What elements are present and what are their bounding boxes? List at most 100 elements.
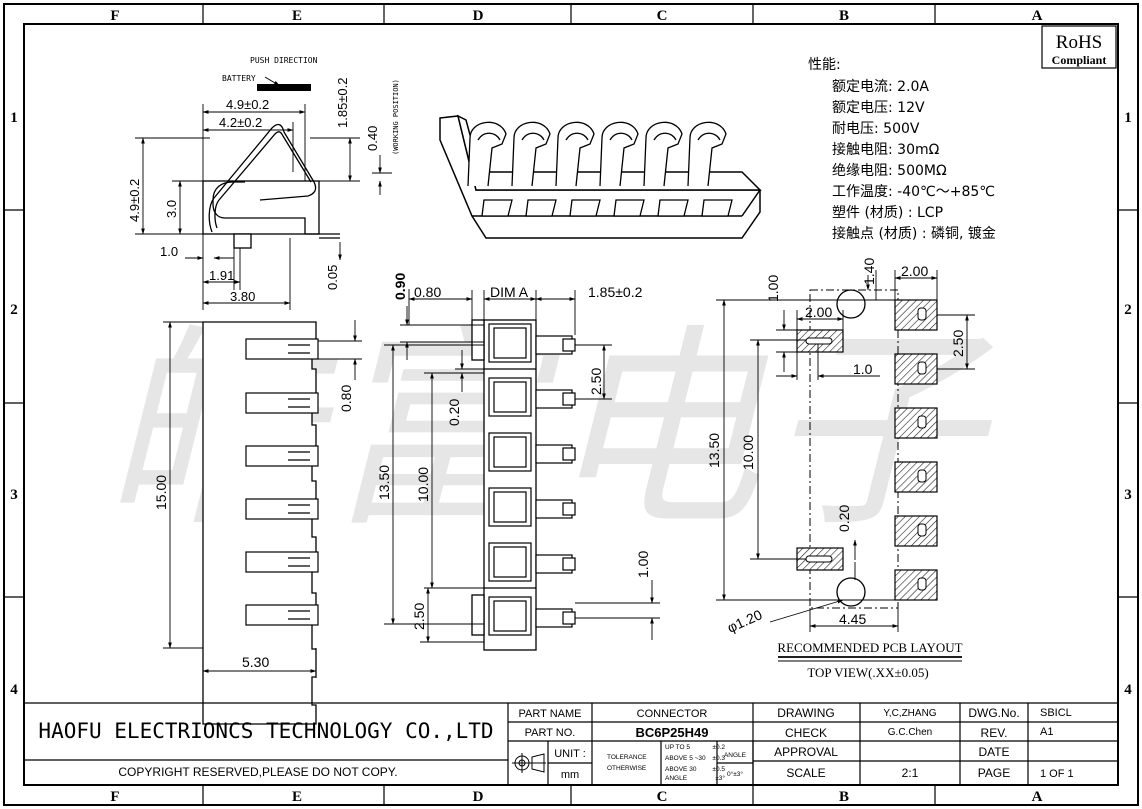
- page-label: PAGE: [978, 766, 1010, 780]
- zone-col-top: C: [657, 8, 668, 24]
- spec-item: 接触点 (材质) : 磷铜, 镀金: [832, 225, 996, 242]
- zone-row-right: 3: [1124, 487, 1132, 503]
- part-no-value: BC6P25H49: [636, 725, 709, 740]
- dwg-no-label: DWG.No.: [968, 706, 1019, 720]
- check-label: CHECK: [785, 726, 827, 740]
- battery-block: [257, 84, 311, 91]
- dim-front-1000: 10.00: [415, 467, 431, 502]
- dim-side-191: 1.91: [209, 268, 234, 283]
- zone-row-left: 3: [10, 487, 18, 503]
- zone-col-top: E: [292, 8, 302, 24]
- dim-pcb-200-a: 2.00: [901, 263, 928, 279]
- spec-item: 绝缘电阻: 500MΩ: [832, 163, 947, 179]
- zone-col-top: A: [1032, 8, 1043, 24]
- spec-list: 性能: 额定电流: 2.0A 额定电压: 12V 耐电压: 500V 接触电阻:…: [808, 57, 996, 242]
- dim-front-dima: DIM A: [490, 284, 529, 300]
- zone-col-bottom: D: [473, 789, 484, 805]
- spec-item: 耐电压: 500V: [832, 121, 920, 137]
- spec-item: 塑件 (材质) : LCP: [832, 205, 943, 221]
- pcb-view-caption: TOP VIEW(.XX±0.05): [807, 665, 928, 680]
- tolerance-label: TOLERANCE: [607, 754, 647, 761]
- rev-label: REV.: [981, 726, 1008, 740]
- pcb-layout: 1.40 2.00 1.00 2.00 2.50 1.0 13.50 10.00…: [706, 258, 975, 680]
- dim-pcb-250: 2.50: [950, 330, 966, 357]
- zone-labels: F E D C B A F E D C B A 1 2 3 4 1 2 3 4: [10, 8, 1132, 805]
- spec-item: 额定电压: 12V: [832, 100, 925, 116]
- tol-range: ABOVE 5 ~30: [665, 755, 706, 762]
- dim-front-185: 1.85±0.2: [588, 284, 643, 300]
- rohs-compliant: Compliant: [1052, 53, 1107, 67]
- dim-pcb-445: 4.45: [839, 611, 866, 627]
- spec-title: 性能:: [808, 57, 841, 73]
- dim-pcb-200-b: 2.00: [805, 304, 832, 320]
- dim-side-49: 4.9±0.2: [226, 97, 269, 112]
- zone-col-top: F: [110, 8, 119, 24]
- tol-value: ±0.2: [712, 744, 725, 751]
- part-name-label: PART NAME: [519, 708, 582, 720]
- copyright-notice: COPYRIGHT RESERVED,PLEASE DO NOT COPY.: [118, 765, 397, 779]
- dim-pcb-100: 1.00: [765, 275, 781, 302]
- tol-range: UP TO 5: [665, 744, 690, 751]
- dim-pcb-1000: 10.00: [740, 435, 756, 470]
- battery-label: BATTERY: [222, 74, 256, 83]
- tol-range: ANGLE: [665, 775, 688, 782]
- dim-side-005: 0.05: [325, 265, 340, 290]
- dim-front-1350: 13.50: [376, 465, 392, 500]
- zone-row-right: 2: [1124, 302, 1132, 318]
- dim-left-080: 0.80: [338, 385, 354, 412]
- push-direction-label: PUSH DIRECTION: [250, 56, 318, 65]
- dim-side-10: 1.0: [160, 244, 178, 259]
- tol-value: ±0.5: [712, 766, 725, 773]
- left-view: 15.00 0.80 5.30: [153, 320, 362, 725]
- tol-value: ±3°: [715, 774, 725, 782]
- working-position-label: (WORKING POSITION): [392, 79, 400, 155]
- dim-left-1500: 15.00: [153, 475, 169, 510]
- tol-value: ±0.3: [712, 755, 725, 762]
- dim-pcb-1350: 13.50: [706, 433, 722, 468]
- spec-item: 额定电流: 2.0A: [832, 79, 929, 95]
- dim-pcb-diameter: φ1.20: [725, 606, 765, 635]
- angle-label: ANGLE: [724, 752, 747, 759]
- zone-col-bottom: C: [657, 789, 668, 805]
- approval-label: APPROVAL: [774, 745, 838, 759]
- zone-row-left: 1: [10, 110, 18, 126]
- dim-pcb-020: 0.20: [836, 505, 852, 532]
- page-value: 1 OF 1: [1040, 768, 1074, 780]
- dim-front-080: 0.80: [414, 284, 441, 300]
- unit-value: mm: [561, 769, 579, 781]
- dim-front-100: 1.00: [635, 551, 651, 578]
- zone-col-bottom: F: [110, 789, 119, 805]
- dim-side-height-49: 4.9±0.2: [127, 179, 142, 222]
- side-view: PUSH DIRECTION BATTERY (WORKING POSITION…: [127, 56, 400, 310]
- zone-col-top: B: [839, 8, 849, 24]
- rohs-title: RoHS: [1056, 32, 1102, 53]
- dim-left-530: 5.30: [242, 654, 269, 670]
- zone-col-bottom: E: [292, 789, 302, 805]
- dim-front-250-bottom: 2.50: [411, 603, 427, 630]
- dim-side-185: 1.85±0.2: [335, 77, 350, 128]
- dim-side-42: 4.2±0.2: [219, 115, 262, 130]
- dim-side-040: 0.40: [365, 126, 380, 151]
- dim-side-380: 3.80: [230, 289, 255, 304]
- front-view: 0.90 0.80 DIM A 1.85±0.2 2.50 0.20 13.50…: [376, 273, 660, 651]
- company-name: HAOFU ELECTRIONCS TECHNOLOGY CO.,LTD: [38, 719, 493, 743]
- dim-front-090: 0.90: [392, 273, 408, 300]
- zone-row-right: 4: [1124, 682, 1132, 698]
- dwg-no-value: SBICL: [1040, 707, 1072, 719]
- part-no-label: PART NO.: [525, 727, 576, 739]
- date-label: DATE: [978, 745, 1009, 759]
- dim-front-250-top: 2.50: [588, 368, 604, 395]
- spec-item: 接触电阻: 30mΩ: [832, 141, 940, 158]
- drawing-label: DRAWING: [777, 706, 835, 720]
- tol-range: ABOVE 30: [665, 766, 697, 773]
- spec-item: 工作温度: -40℃～+85℃: [832, 184, 995, 200]
- projection-symbol: [512, 753, 546, 773]
- zone-col-bottom: A: [1032, 789, 1043, 805]
- check-value: G.C.Chen: [888, 727, 932, 738]
- part-name-value: CONNECTOR: [637, 708, 708, 720]
- isometric-view: [439, 114, 762, 239]
- zone-row-right: 1: [1124, 110, 1132, 126]
- angle-value: 0°±3°: [727, 770, 743, 778]
- zone-col-bottom: B: [839, 789, 849, 805]
